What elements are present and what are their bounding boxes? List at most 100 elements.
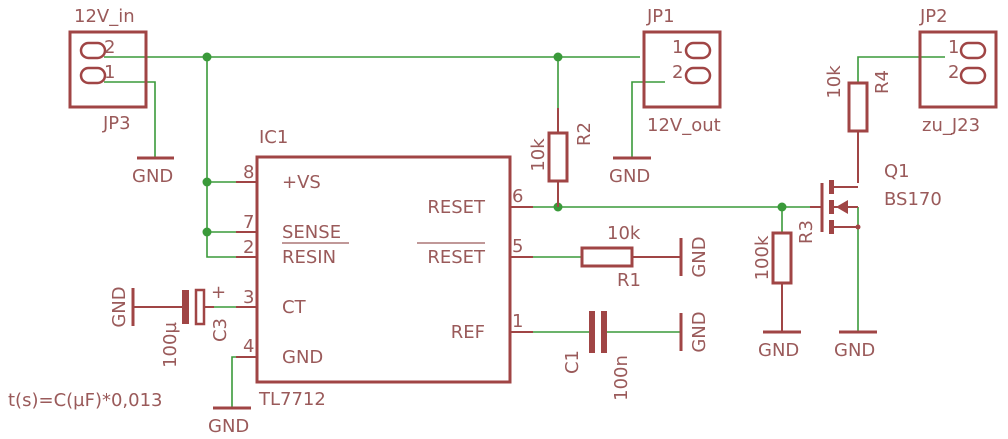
ground-symbols: GND GND GND GND GND GND GND GND xyxy=(109,156,877,437)
net-jp3-pin1-gnd xyxy=(104,81,156,158)
connector-jp2-pin-2-label: 2 xyxy=(948,62,959,83)
connector-jp1-value: 12V_out xyxy=(647,115,721,136)
resistor-r4-name: R4 xyxy=(872,70,893,94)
junctions xyxy=(202,52,787,237)
capacitor-c3-polarity: + xyxy=(211,282,226,303)
resistor-r1: 10k R1 xyxy=(580,223,681,291)
ic1-pin-number: 8 xyxy=(243,162,254,183)
mosfet-q1-channel xyxy=(829,200,834,214)
capacitor-c1-value: 100n xyxy=(611,355,632,401)
junction-dot xyxy=(202,177,212,187)
connector-jp3-pin-2-label: 2 xyxy=(104,37,115,58)
connector-jp2-body xyxy=(918,30,998,109)
ground-label: GND xyxy=(689,311,710,352)
ground-label: GND xyxy=(109,286,130,327)
mosfet-q1-channel xyxy=(829,180,834,194)
ic1-pin-number: 1 xyxy=(512,311,523,332)
ic1-pin-label-gnd: GND xyxy=(282,347,323,368)
connector-jp3-pin1-pad xyxy=(79,66,107,85)
ic1-pin-label-resin: RESIN xyxy=(282,247,336,268)
mosfet-q1-arrow xyxy=(836,200,848,214)
capacitor-c3-plate-positive xyxy=(194,288,206,326)
connector-jp3-pin2-pad xyxy=(79,41,107,60)
connector-jp2-pin-1-label: 1 xyxy=(948,37,959,58)
resistor-r2-value: 10k xyxy=(528,138,549,172)
resistor-r2-name: R2 xyxy=(574,122,595,146)
connector-jp3-body xyxy=(68,30,148,109)
resistor-r3: 100k R3 xyxy=(752,220,817,332)
connector-jp1-pin2-pad xyxy=(684,66,712,85)
resistor-r3-name: R3 xyxy=(796,220,817,244)
ic1-name: IC1 xyxy=(259,127,288,148)
ic1-pin-label-ct: CT xyxy=(282,297,307,318)
capacitor-c3-name: C3 xyxy=(210,318,231,342)
connector-jp2-pin1-pad xyxy=(959,41,987,60)
net-pin4-gnd xyxy=(231,356,236,408)
mosfet-q1-part: BS170 xyxy=(884,189,942,210)
ic1-pin-number: 3 xyxy=(243,287,254,308)
junction-dot xyxy=(202,227,212,237)
connector-jp1-pin-2-label: 2 xyxy=(672,62,683,83)
resistor-r4: 10k R4 xyxy=(824,65,893,183)
ic1-pin-number: 5 xyxy=(512,236,523,257)
ic1-body xyxy=(255,155,512,384)
ic1-pin-label-sense: SENSE xyxy=(282,222,341,243)
ic1-pin-label-vs: +VS xyxy=(282,172,321,193)
capacitor-c3-plate-negative xyxy=(182,290,189,324)
ground-label: GND xyxy=(609,166,650,187)
resistor-r3-value: 100k xyxy=(752,235,773,280)
ic1-pin-label-ref: REF xyxy=(451,322,485,343)
ground-label: GND xyxy=(208,416,249,437)
resistor-r4-body xyxy=(847,81,869,133)
connector-jp3-value: 12V_in xyxy=(74,6,135,27)
connector-jp1: JP1 1 2 12V_out xyxy=(642,6,722,136)
connector-jp3: 12V_in 2 1 JP3 xyxy=(68,6,148,134)
nets xyxy=(104,56,945,408)
junction-dot xyxy=(553,52,563,62)
resistor-r1-body xyxy=(580,246,634,268)
net-jp2-pin1-r4 xyxy=(857,56,945,83)
ic1-pin-number: 6 xyxy=(512,186,523,207)
connector-jp2-value: zu_J23 xyxy=(922,115,980,136)
resistor-r1-name: R1 xyxy=(617,270,641,291)
capacitor-c1-plate xyxy=(601,311,607,353)
capacitor-c3: + 100µ C3 xyxy=(160,282,231,368)
ground-label: GND xyxy=(758,340,799,361)
ground-label: GND xyxy=(132,166,173,187)
net-jp1-pin2-gnd xyxy=(631,81,665,158)
capacitor-c3-value: 100µ xyxy=(160,322,181,368)
capacitor-c1: C1 100n xyxy=(562,311,632,401)
resistor-r4-value: 10k xyxy=(824,65,845,99)
resistor-r3-body xyxy=(771,231,793,285)
ic1-pin-number: 7 xyxy=(243,212,254,233)
ic1-pin-label-reset: RESET xyxy=(427,197,486,218)
timing-formula-note: t(s)=C(µF)*0,013 xyxy=(8,390,163,411)
connector-jp2: JP2 1 2 zu_J23 xyxy=(918,6,998,136)
mosfet-q1-channel xyxy=(829,220,834,234)
connector-jp1-name: JP1 xyxy=(646,6,675,27)
junction-dot xyxy=(777,202,787,212)
connector-jp3-pin-1-label: 1 xyxy=(104,62,115,83)
ic1: IC1 TL7712 8 7 2 3 4 +VS SENSE RESIN CT … xyxy=(236,127,533,410)
connector-jp1-pin1-pad xyxy=(684,41,712,60)
ground-label: GND xyxy=(689,236,710,277)
connector-jp3-name: JP3 xyxy=(102,113,131,134)
mosfet-q1-name: Q1 xyxy=(884,161,910,182)
capacitor-c1-name: C1 xyxy=(562,350,583,374)
resistor-r1-value: 10k xyxy=(607,223,641,244)
mosfet-q1: Q1 BS170 xyxy=(810,161,942,234)
ic1-part: TL7712 xyxy=(258,389,326,410)
resistor-r2-body xyxy=(547,131,569,183)
connector-jp2-name: JP2 xyxy=(919,6,948,27)
junction-dot xyxy=(202,52,212,62)
ic1-pin-number: 2 xyxy=(243,237,254,258)
ic1-pin-number: 4 xyxy=(243,336,254,357)
ic1-pin-label-reset-inverted: RESET xyxy=(427,247,486,268)
connector-jp1-pin-1-label: 1 xyxy=(672,37,683,58)
ground-label: GND xyxy=(834,340,875,361)
connector-jp2-pin2-pad xyxy=(959,66,987,85)
net-vs-sense-resin xyxy=(206,57,236,258)
capacitor-c1-plate xyxy=(589,311,595,353)
mosfet-q1-source-dot xyxy=(855,224,861,230)
